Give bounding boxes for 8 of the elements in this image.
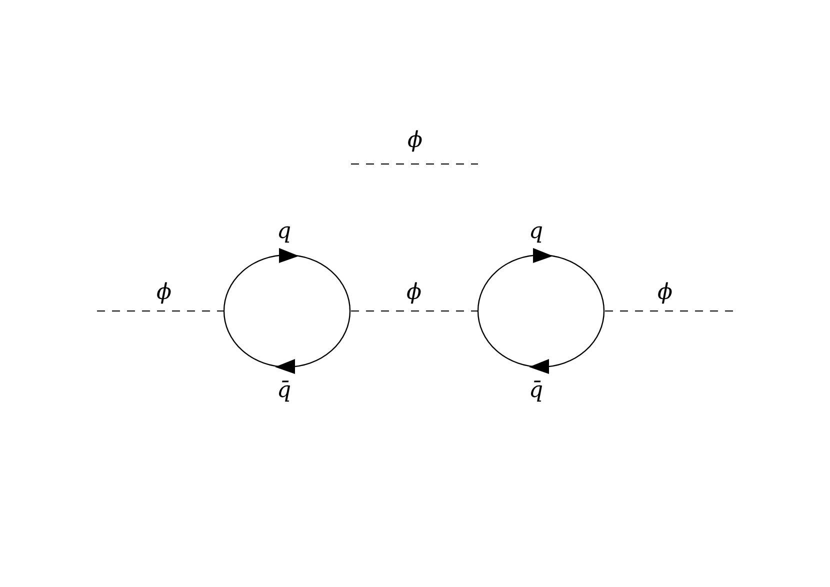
particle-label: ϕ bbox=[156, 281, 172, 305]
particle-label: q̄ bbox=[528, 379, 544, 403]
particle-label: q̄ bbox=[276, 379, 292, 403]
particle-label: ϕ bbox=[658, 281, 672, 305]
particle-label: q bbox=[528, 220, 544, 244]
particle-label: ϕ bbox=[406, 281, 422, 305]
particle-label: ϕ bbox=[408, 129, 422, 153]
particle-label: q bbox=[276, 220, 292, 244]
